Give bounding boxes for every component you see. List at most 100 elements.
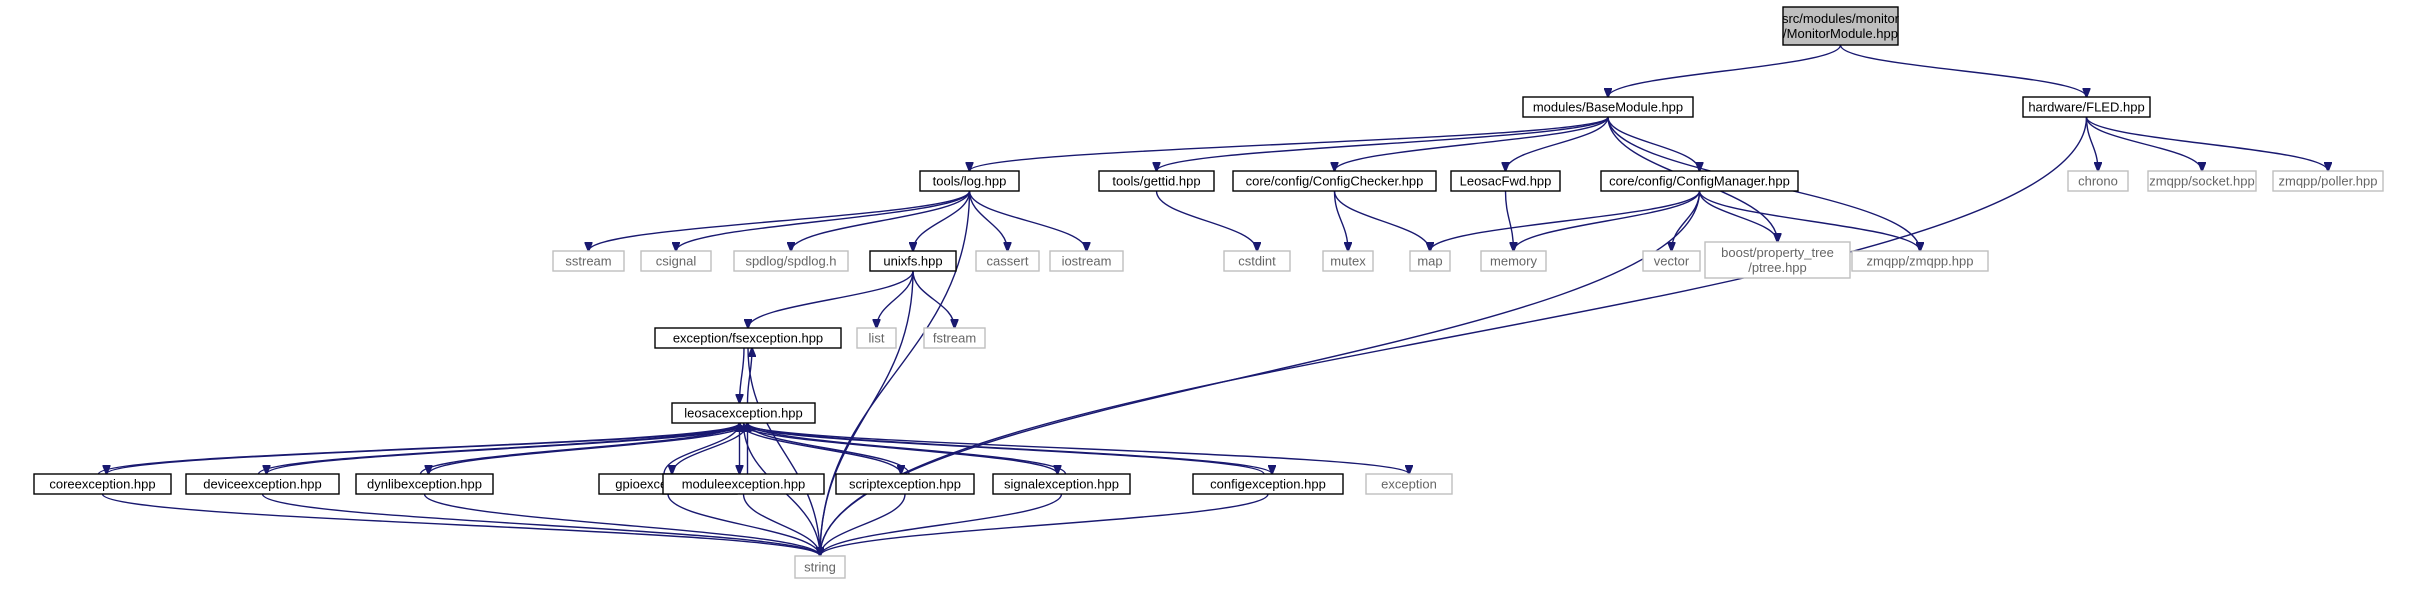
- node-memory-label: memory: [1490, 254, 1537, 269]
- node-string: string: [794, 555, 846, 579]
- node-csignal-label: csignal: [656, 254, 697, 269]
- node-spdlog: spdlog/spdlog.h: [733, 250, 849, 272]
- node-mutex: mutex: [1322, 250, 1374, 272]
- edge-root-to-fled: [1839, 44, 2087, 97]
- edge-fsexception-to-leosacexception: [740, 347, 745, 403]
- edge-log-to-spdlog: [791, 190, 971, 251]
- node-exception-label: exception: [1381, 477, 1437, 492]
- node-dynlibexception-box: [355, 473, 494, 495]
- node-zmqsocket-label: zmqpp/socket.hpp: [2149, 174, 2255, 189]
- node-gettid-box: [1098, 170, 1215, 192]
- node-root[interactable]: src/modules/monitor/MonitorModule.hpp: [1782, 6, 1900, 46]
- node-dynlibexception-label: dynlibexception.hpp: [367, 477, 482, 492]
- node-configchecker-label: core/config/ConfigChecker.hpp: [1246, 174, 1424, 189]
- edge-leosacfwd-to-memory: [1504, 190, 1514, 251]
- node-fstream-box: [923, 327, 986, 349]
- edge-fsexception-to-string: [747, 347, 820, 556]
- nodes-layer: src/modules/monitor/MonitorModule.hpp mod…: [33, 6, 2384, 579]
- node-deviceexception[interactable]: deviceexception.hpp: [185, 473, 340, 495]
- node-exception-box: [1365, 473, 1453, 495]
- node-list-box: [856, 327, 897, 349]
- node-memory: memory: [1480, 250, 1547, 272]
- node-spdlog-label: spdlog/spdlog.h: [745, 254, 836, 269]
- node-iostream-box: [1049, 250, 1124, 272]
- node-leosacfwd[interactable]: LeosacFwd.hpp: [1450, 170, 1561, 192]
- node-cassert-box: [975, 250, 1040, 272]
- node-chrono-box: [2067, 170, 2129, 192]
- edge-root-to-basemodule: [1608, 44, 1842, 97]
- node-root-label: /MonitorModule.hpp: [1783, 26, 1898, 41]
- node-basemodule[interactable]: modules/BaseModule.hpp: [1522, 96, 1694, 118]
- node-log[interactable]: tools/log.hpp: [919, 170, 1020, 192]
- node-cstdint-label: cstdint: [1238, 254, 1276, 269]
- node-list: list: [856, 327, 897, 349]
- node-iostream-label: iostream: [1062, 254, 1112, 269]
- node-list-label: list: [869, 331, 885, 346]
- edge-deviceexception-to-string: [261, 493, 821, 556]
- node-scriptexception[interactable]: scriptexception.hpp: [835, 473, 975, 495]
- node-zmqpp: zmqpp/zmqpp.hpp: [1851, 250, 1989, 272]
- edge-configmanager-to-memory: [1514, 190, 1701, 251]
- node-zmqpp-label: zmqpp/zmqpp.hpp: [1867, 254, 1974, 269]
- node-coreexception-box: [33, 473, 172, 495]
- node-fsexception[interactable]: exception/fsexception.hpp: [654, 327, 842, 349]
- node-csignal-box: [640, 250, 712, 272]
- node-sstream-label: sstream: [565, 254, 611, 269]
- node-leosacfwd-box: [1450, 170, 1561, 192]
- node-log-box: [919, 170, 1020, 192]
- edge-configexception-to-leosacexception: [740, 423, 1265, 475]
- edge-leosacexception-to-dynlibexception: [429, 422, 749, 474]
- node-deviceexception-box: [185, 473, 340, 495]
- edge-deviceexception-to-leosacexception: [257, 423, 740, 475]
- node-fsexception-box: [654, 327, 842, 349]
- edge-log-to-unixfs: [913, 190, 971, 251]
- node-mutex-box: [1322, 250, 1374, 272]
- node-sstream: sstream: [552, 250, 625, 272]
- node-coreexception-label: coreexception.hpp: [49, 477, 155, 492]
- edge-configchecker-to-map: [1333, 190, 1431, 251]
- node-coreexception[interactable]: coreexception.hpp: [33, 473, 172, 495]
- node-leosacexception[interactable]: leosacexception.hpp: [671, 402, 816, 424]
- edge-basemodule-to-log: [970, 116, 1609, 171]
- node-chrono: chrono: [2067, 170, 2129, 192]
- node-configchecker[interactable]: core/config/ConfigChecker.hpp: [1232, 170, 1437, 192]
- node-iostream: iostream: [1049, 250, 1124, 272]
- node-fled[interactable]: hardware/FLED.hpp: [2022, 96, 2151, 118]
- node-cassert: cassert: [975, 250, 1040, 272]
- edge-configmanager-to-string: [820, 190, 1701, 556]
- node-configmanager-box: [1600, 170, 1799, 192]
- node-basemodule-box: [1522, 96, 1694, 118]
- node-cassert-label: cassert: [987, 254, 1029, 269]
- node-log-label: tools/log.hpp: [933, 174, 1007, 189]
- node-fled-label: hardware/FLED.hpp: [2028, 100, 2144, 115]
- node-gettid[interactable]: tools/gettid.hpp: [1098, 170, 1215, 192]
- node-fsexception-label: exception/fsexception.hpp: [673, 331, 823, 346]
- node-root-box: [1782, 6, 1899, 46]
- node-moduleexception[interactable]: moduleexception.hpp: [662, 473, 825, 495]
- node-zmqpoller-label: zmqpp/poller.hpp: [2278, 174, 2377, 189]
- node-map: map: [1409, 250, 1451, 272]
- node-leosacfwd-label: LeosacFwd.hpp: [1460, 174, 1552, 189]
- node-gettid-label: tools/gettid.hpp: [1112, 174, 1200, 189]
- node-root-label: src/modules/monitor: [1782, 11, 1900, 26]
- node-zmqpoller: zmqpp/poller.hpp: [2272, 170, 2384, 192]
- node-leosacexception-label: leosacexception.hpp: [684, 406, 803, 421]
- edge-gpioexception-to-string: [667, 493, 820, 556]
- node-dynlibexception[interactable]: dynlibexception.hpp: [355, 473, 494, 495]
- edge-leosacexception-to-fsexception: [746, 348, 753, 404]
- edge-signalexception-to-string: [820, 493, 1063, 556]
- node-ptree-label: /ptree.hpp: [1748, 260, 1807, 275]
- node-configmanager[interactable]: core/config/ConfigManager.hpp: [1600, 170, 1799, 192]
- edge-configmanager-to-zmqpp: [1698, 190, 1921, 251]
- node-configexception[interactable]: configexception.hpp: [1192, 473, 1344, 495]
- edge-dynlibexception-to-string: [423, 493, 821, 556]
- edge-fled-to-zmqsocket: [2085, 116, 2203, 171]
- node-scriptexception-label: scriptexception.hpp: [849, 477, 961, 492]
- node-unixfs-label: unixfs.hpp: [883, 254, 942, 269]
- edge-scriptexception-to-leosacexception: [748, 423, 910, 475]
- edge-basemodule-to-leosacfwd: [1506, 116, 1609, 171]
- edge-log-to-iostream: [968, 190, 1087, 251]
- node-unixfs[interactable]: unixfs.hpp: [869, 250, 957, 272]
- node-signalexception[interactable]: signalexception.hpp: [992, 473, 1131, 495]
- node-ptree: boost/property_tree/ptree.hpp: [1704, 241, 1851, 279]
